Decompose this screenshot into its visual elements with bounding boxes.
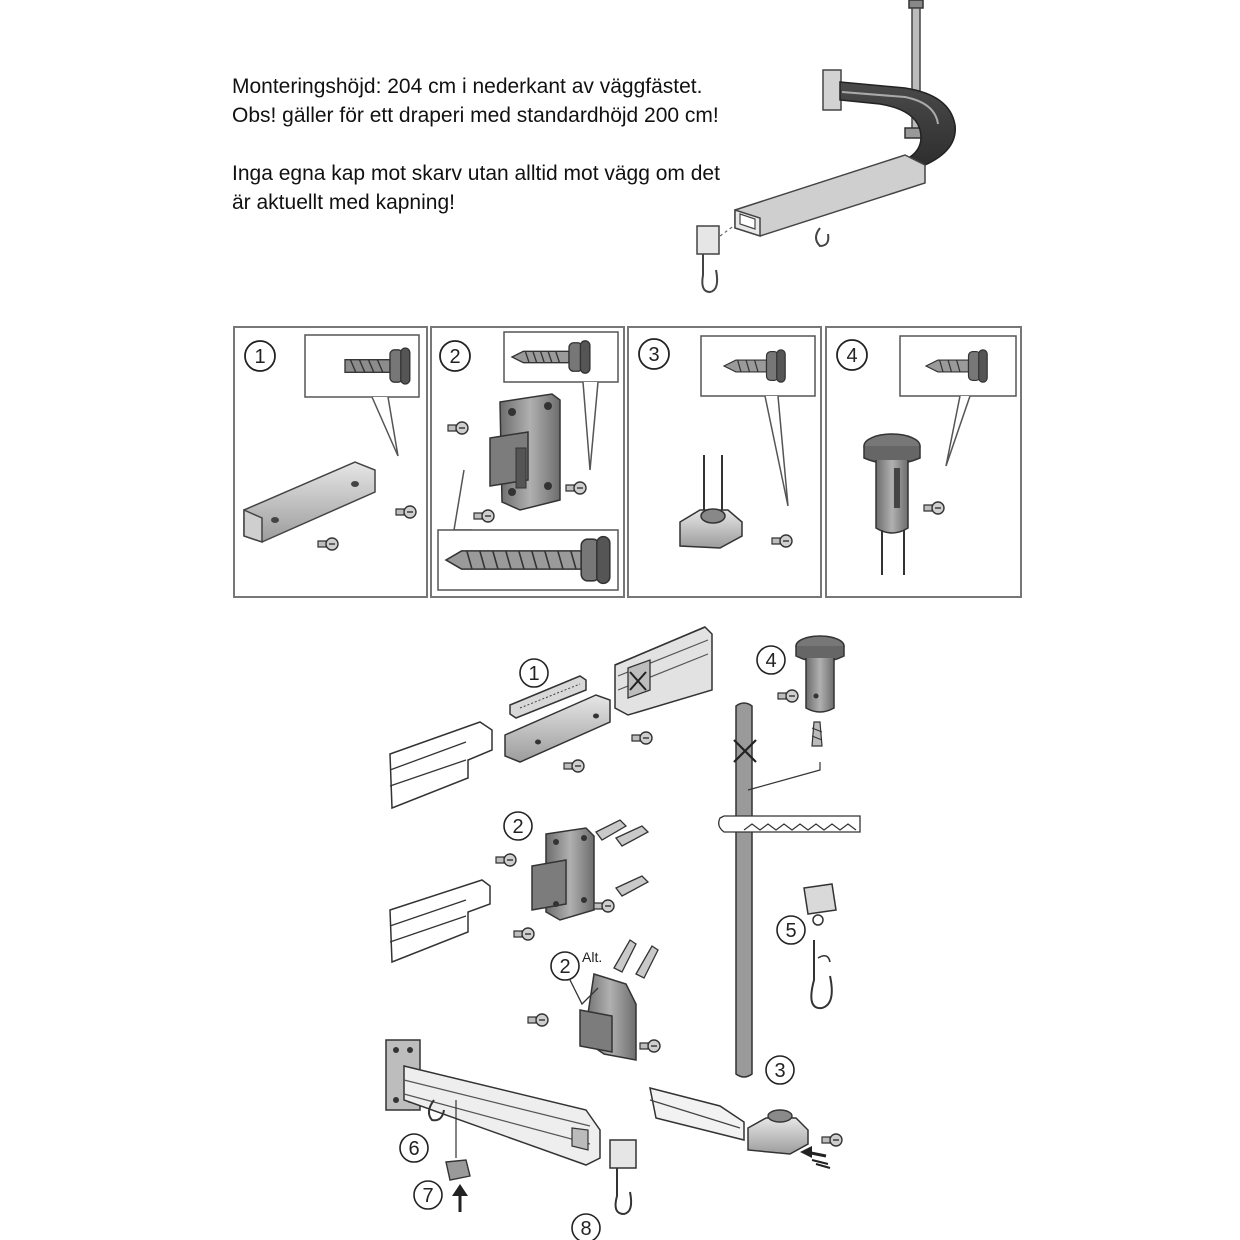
callout-2-alt: 2 <box>559 956 570 978</box>
callout-3: 3 <box>774 1060 785 1082</box>
glider <box>696 225 720 255</box>
rail-end <box>734 154 926 237</box>
screw-icon <box>513 927 535 941</box>
panel-row: 1 2 <box>233 326 1022 598</box>
long-wood-screw-icon <box>444 535 611 585</box>
callout-2: 2 <box>512 816 523 838</box>
note-line-2: Obs! gäller för ett draperi med standard… <box>232 104 719 127</box>
cut-mark-x <box>733 739 757 763</box>
ceiling-screw-icon <box>811 721 823 747</box>
panel-number: 1 <box>254 346 265 368</box>
connector-top <box>509 675 587 719</box>
alt-label: Alt. <box>582 949 602 965</box>
screw-icon <box>563 759 585 773</box>
drapery-hook <box>701 254 719 294</box>
panel-number: 4 <box>846 345 857 367</box>
callout-7: 7 <box>422 1185 433 1207</box>
rod-base <box>679 509 743 549</box>
curved-rail-illustration <box>696 0 956 294</box>
screw-icon <box>639 1039 661 1053</box>
self-tapping-screw-icon <box>722 349 786 383</box>
self-tapping-screw-icon <box>924 349 988 383</box>
panel-1: 1 <box>233 326 428 598</box>
rail-long <box>403 1065 601 1166</box>
callout-1: 1 <box>528 663 539 685</box>
wall-plugs <box>595 819 650 897</box>
panel-3: 3 <box>627 326 822 598</box>
glider-hook <box>810 940 833 1010</box>
panel-number: 3 <box>648 344 659 366</box>
note-line-3: Inga egna kap mot skarv utan alltid mot … <box>232 162 720 185</box>
panel-2: 2 <box>430 326 625 598</box>
callout-6: 6 <box>408 1138 419 1160</box>
rod-base <box>747 1117 809 1155</box>
callout-4: 4 <box>765 650 776 672</box>
saw-blade <box>718 815 861 833</box>
screw-icon <box>777 689 799 703</box>
note-line-4: är aktuellt med kapning! <box>232 191 455 214</box>
screw-icon <box>821 1133 843 1147</box>
mounting-height-note: Monteringshöjd: 204 cm i nederkant av vä… <box>232 72 719 130</box>
screw-icon <box>495 853 517 867</box>
end-hook <box>428 1099 445 1122</box>
screw-icon <box>631 731 653 745</box>
screw-icon <box>593 899 615 913</box>
wall-bracket <box>822 69 842 111</box>
panel-4: 4 <box>825 326 1022 598</box>
ceiling-mount <box>908 0 924 9</box>
exploded-assembly: 1 2 2 Alt. <box>385 626 861 1240</box>
glider <box>609 1139 637 1169</box>
end-stop <box>445 1159 471 1181</box>
screw-icon <box>527 1013 549 1027</box>
vertical-rod <box>735 702 753 1078</box>
glider-hook <box>614 1168 633 1216</box>
rail-segment <box>389 721 493 810</box>
connector-bar <box>504 694 611 763</box>
glider <box>803 883 837 915</box>
panel-number: 2 <box>449 346 460 368</box>
callout-5: 5 <box>785 920 796 942</box>
cutting-note: Inga egna kap mot skarv utan alltid mot … <box>232 159 720 217</box>
callout-8: 8 <box>580 1218 591 1240</box>
note-line-1: Monteringshöjd: 204 cm i nederkant av vä… <box>232 75 703 98</box>
wall-plugs <box>613 939 659 979</box>
screw-detail-box <box>700 335 816 397</box>
wood-screw-icon <box>510 340 591 374</box>
